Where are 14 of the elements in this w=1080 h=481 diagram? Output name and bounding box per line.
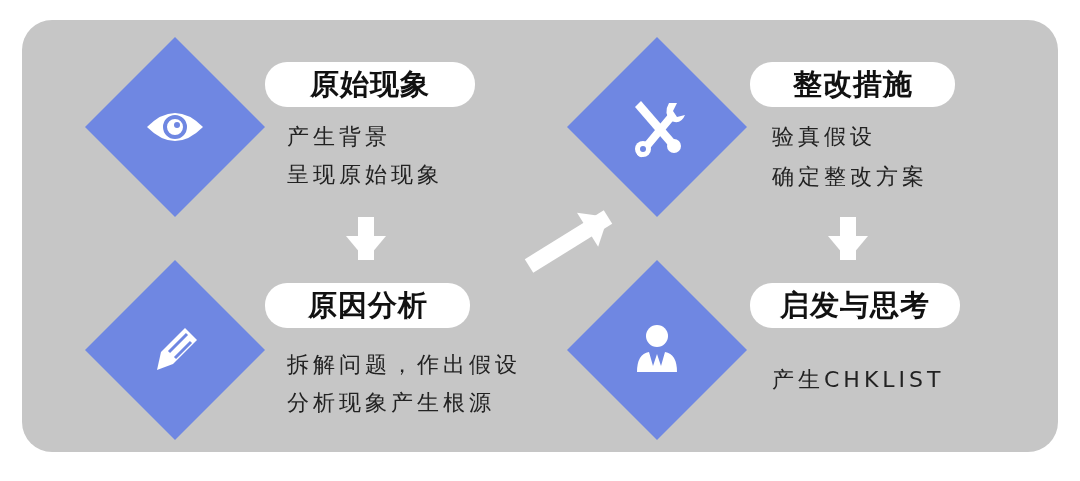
description-text: 确定整改方案 bbox=[772, 163, 928, 191]
description-text: 产生CHKLIST bbox=[772, 366, 945, 394]
title-pill: 整改措施 bbox=[750, 62, 955, 107]
arrow bbox=[524, 210, 613, 273]
arrow bbox=[346, 217, 386, 260]
description-text: 呈现原始现象 bbox=[287, 161, 443, 189]
description-text: 产生背景 bbox=[287, 123, 391, 151]
description-text: 分析现象产生根源 bbox=[287, 389, 495, 417]
title-pill: 启发与思考 bbox=[750, 283, 960, 328]
description-text: 拆解问题，作出假设 bbox=[287, 351, 521, 379]
title-pill: 原因分析 bbox=[265, 283, 470, 328]
description-text: 验真假设 bbox=[772, 123, 876, 151]
arrow bbox=[828, 217, 868, 260]
title-pill: 原始现象 bbox=[265, 62, 475, 107]
